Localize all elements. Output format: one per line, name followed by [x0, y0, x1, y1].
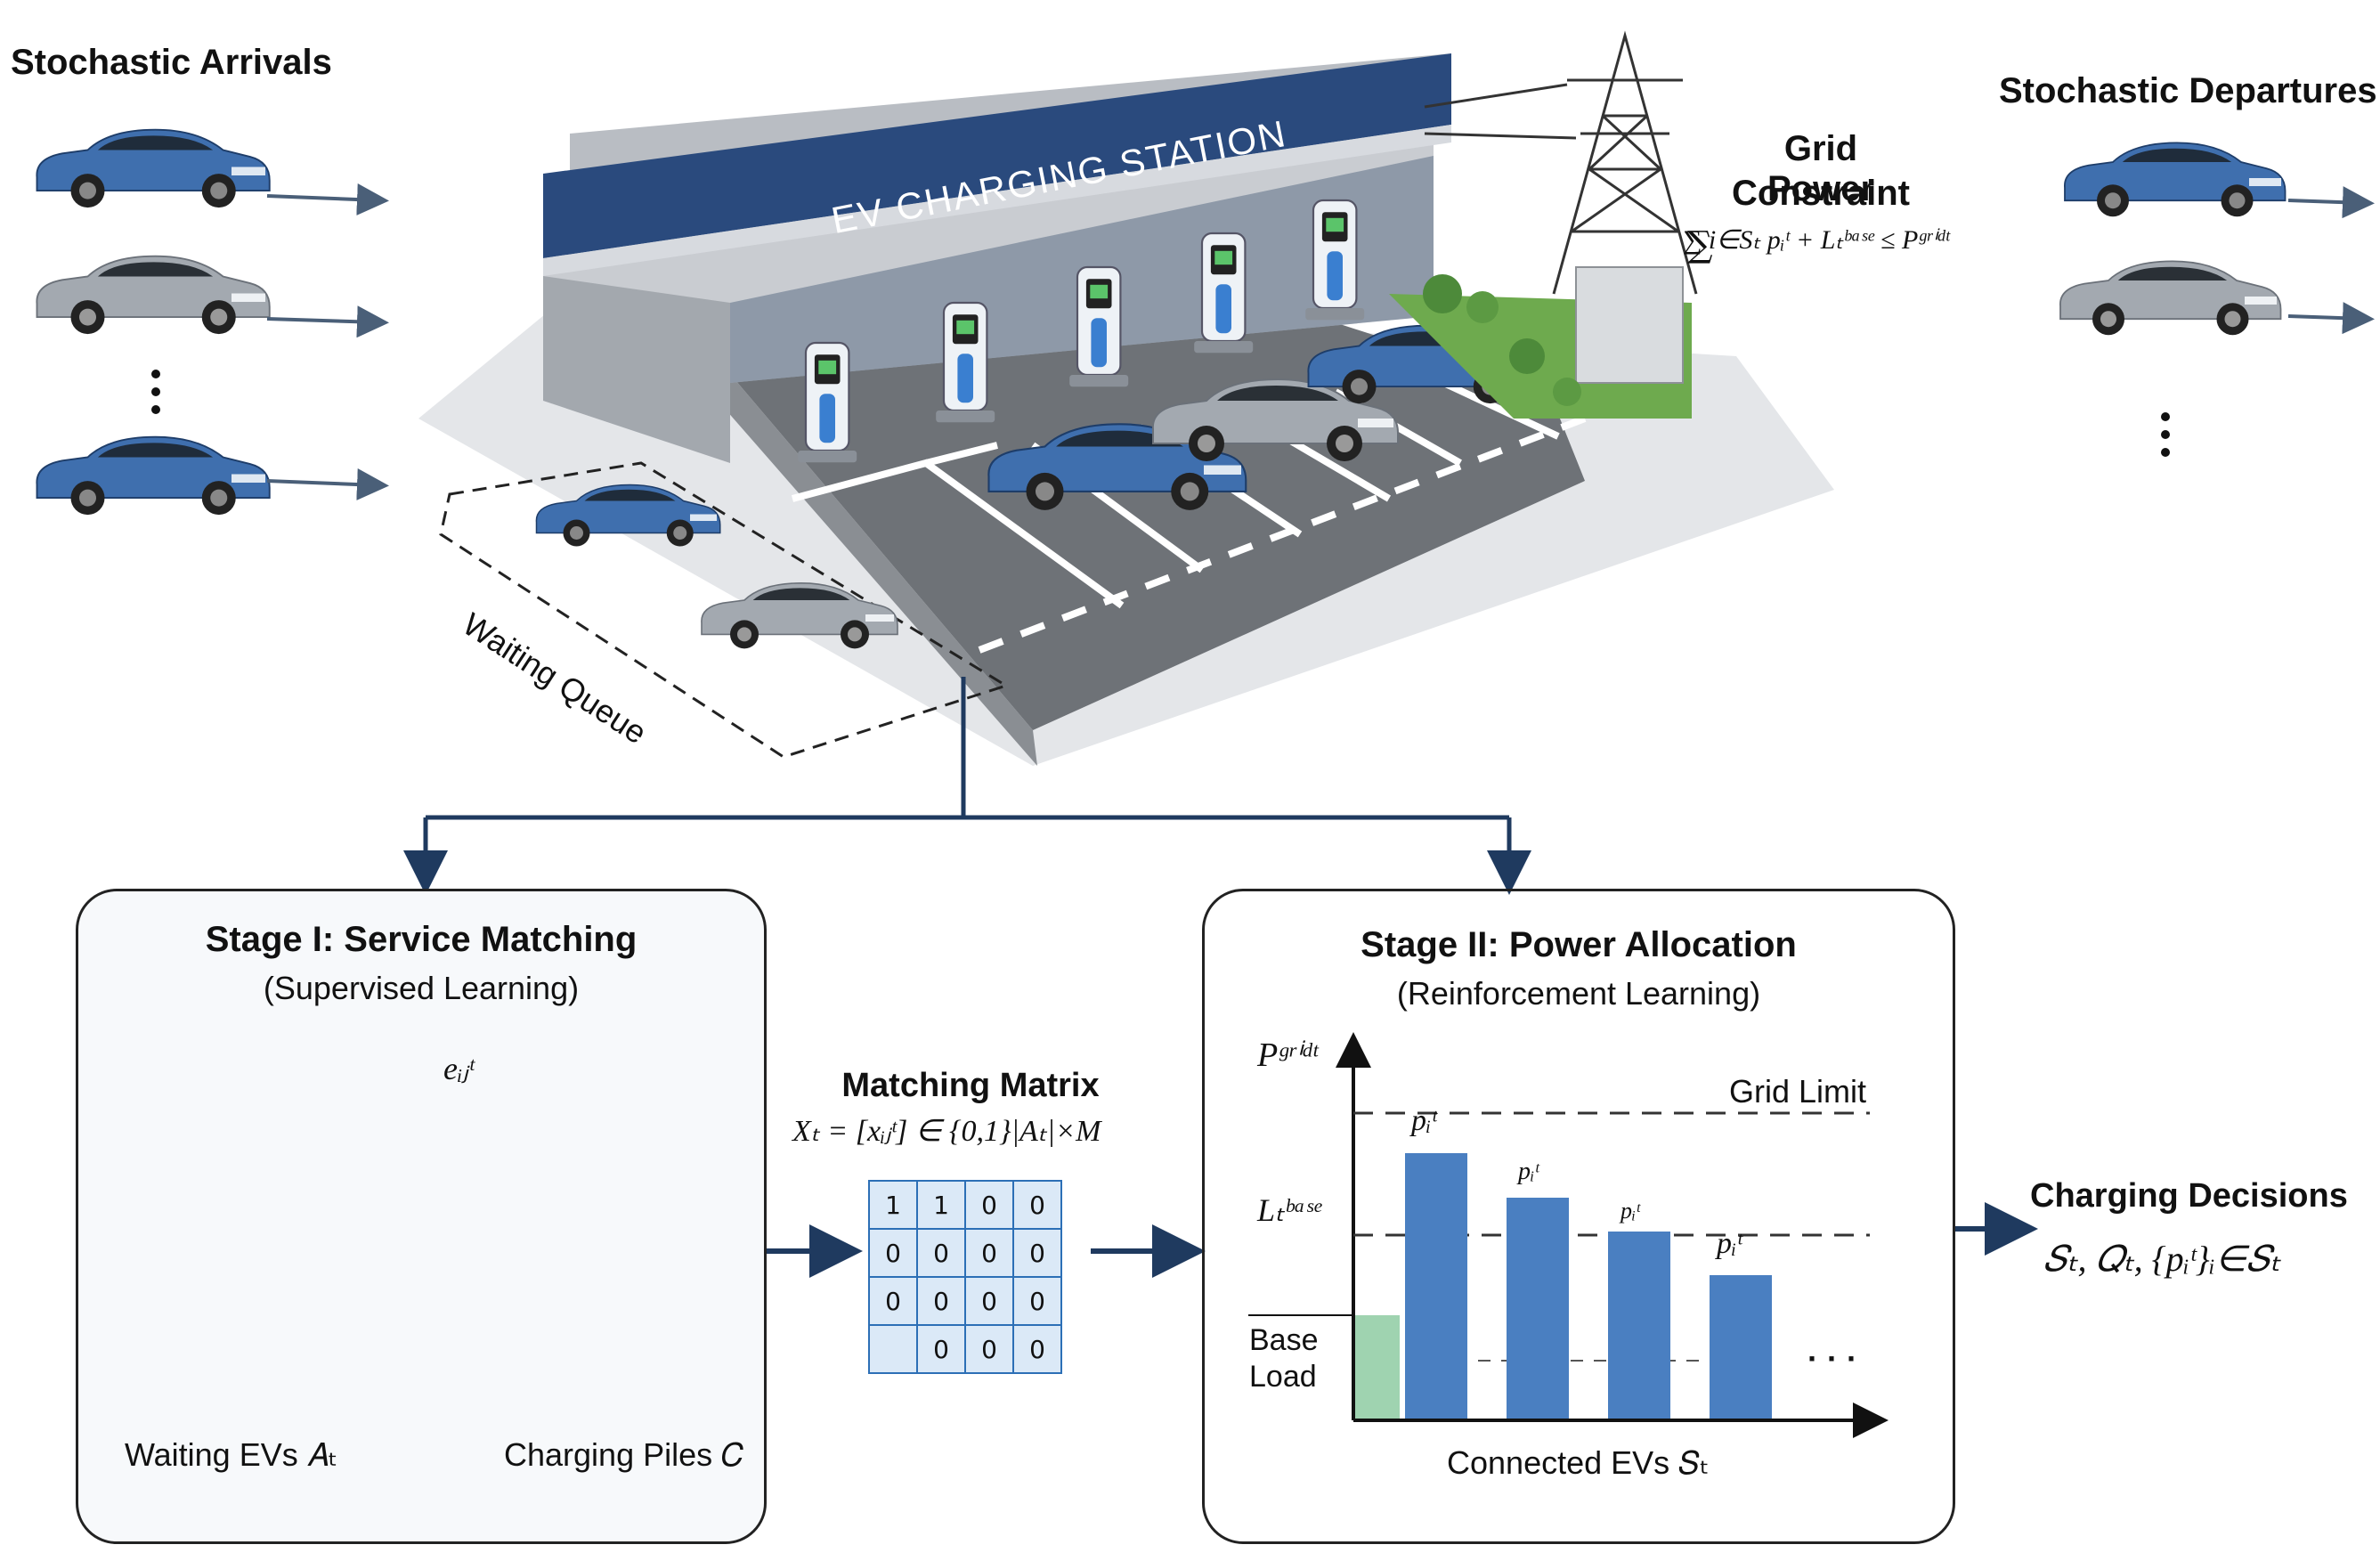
top-connector — [403, 677, 1531, 895]
power-allocation-chart — [1248, 1032, 1889, 1438]
matrix-cell: 0 — [964, 1228, 1014, 1278]
base-load-line2: Load — [1249, 1360, 1317, 1394]
grid-title-line1: Grid Power — [1767, 129, 1875, 208]
base-axis-label: Lₜᵇᵃˢᵉ — [1257, 1192, 1321, 1228]
sum-symbol: ∑ — [1687, 224, 1713, 265]
matrix-formula: Xₜ = [xᵢⱼᵗ] ∈ {0,1}|Aₜ|×M — [792, 1115, 1101, 1148]
bars-ellipsis: · · · — [1807, 1340, 1857, 1377]
matrix-cell — [868, 1324, 918, 1374]
matrix-cell: 0 — [1012, 1180, 1062, 1230]
stage2-subtitle: (Reinforcement Learning) — [1396, 975, 1761, 1012]
grid-title-line2: Constraint — [1732, 174, 1910, 213]
matrix-cell: 0 — [916, 1276, 966, 1326]
matrix-cell: 0 — [1012, 1228, 1062, 1278]
matrix-row: 0 0 0 0 — [868, 1276, 1062, 1326]
matrix-cell: 0 — [916, 1228, 966, 1278]
flow-arrows — [761, 1202, 2038, 1278]
matrix-cell: 1 — [868, 1180, 918, 1230]
waiting-evs-label: Waiting EVs 𝐴ₜ — [125, 1436, 338, 1473]
stage1-subtitle: (Supervised Learning) — [263, 970, 580, 1006]
matrix-title: Matching Matrix — [841, 1067, 1100, 1104]
charging-decisions-formula: 𝑆ₜ, 𝑄ₜ, {pᵢᵗ}ᵢ∈𝑆ₜ — [2043, 1239, 2281, 1279]
pgrid-axis-label: Pᵍʳⁱᵈᵗ — [1257, 1037, 1318, 1074]
matrix-cell: 0 — [1012, 1324, 1062, 1374]
charging-station-illustration — [418, 30, 1834, 766]
matrix-cell: 0 — [868, 1276, 918, 1326]
stage1-panel: Stage I: Service Matching (Supervised Le… — [76, 889, 767, 1544]
matrix-cell: 0 — [1012, 1276, 1062, 1326]
arrival-cars — [36, 128, 389, 516]
bar-label: pᵢᵗ — [1621, 1198, 1640, 1224]
bar-label: pᵢᵗ — [1518, 1158, 1539, 1185]
matrix-cell: 0 — [964, 1180, 1014, 1230]
matrix-cell: 1 — [916, 1180, 966, 1230]
stage2-panel: Stage II: Power Allocation (Reinforcemen… — [1202, 889, 1955, 1544]
charging-piles-label: Charging Piles 𝐶 — [504, 1436, 744, 1473]
matrix-cell: 0 — [916, 1324, 966, 1374]
stage2-title: Stage II: Power Allocation — [1361, 925, 1797, 964]
arrivals-title: Stochastic Arrivals — [11, 43, 332, 82]
matrix-row: 0 0 0 0 — [868, 1228, 1062, 1278]
edge-label: eᵢⱼᵗ — [443, 1051, 475, 1086]
departures-title: Stochastic Departures — [1999, 71, 2377, 110]
charging-decisions-title: Charging Decisions — [2030, 1177, 2348, 1215]
connected-evs-label: Connected EVs 𝑆ₜ — [1447, 1444, 1710, 1481]
matrix-row: 0 0 0 — [868, 1324, 1062, 1374]
grid-formula: ∑ i∈Sₜ pᵢᵗ + Lₜᵇᵃˢᵉ ≤ Pᵍʳⁱᵈᵗ — [1683, 225, 1950, 255]
departure-cars — [2059, 142, 2375, 457]
matrix-cell: 0 — [964, 1324, 1014, 1374]
matrix-cell: 0 — [964, 1276, 1014, 1326]
matrix-row: 1 1 0 0 — [868, 1180, 1062, 1230]
stage1-title: Stage I: Service Matching — [205, 920, 638, 959]
bar-label: pᵢᵗ — [1411, 1104, 1437, 1137]
base-load-line1: Base — [1249, 1323, 1319, 1357]
bar-label: pᵢᵗ — [1717, 1227, 1742, 1260]
matching-matrix: 1 1 0 0 0 0 0 0 0 0 0 0 0 0 0 — [868, 1180, 1062, 1374]
grid-limit-label: Grid Limit — [1729, 1073, 1867, 1110]
matrix-cell: 0 — [868, 1228, 918, 1278]
